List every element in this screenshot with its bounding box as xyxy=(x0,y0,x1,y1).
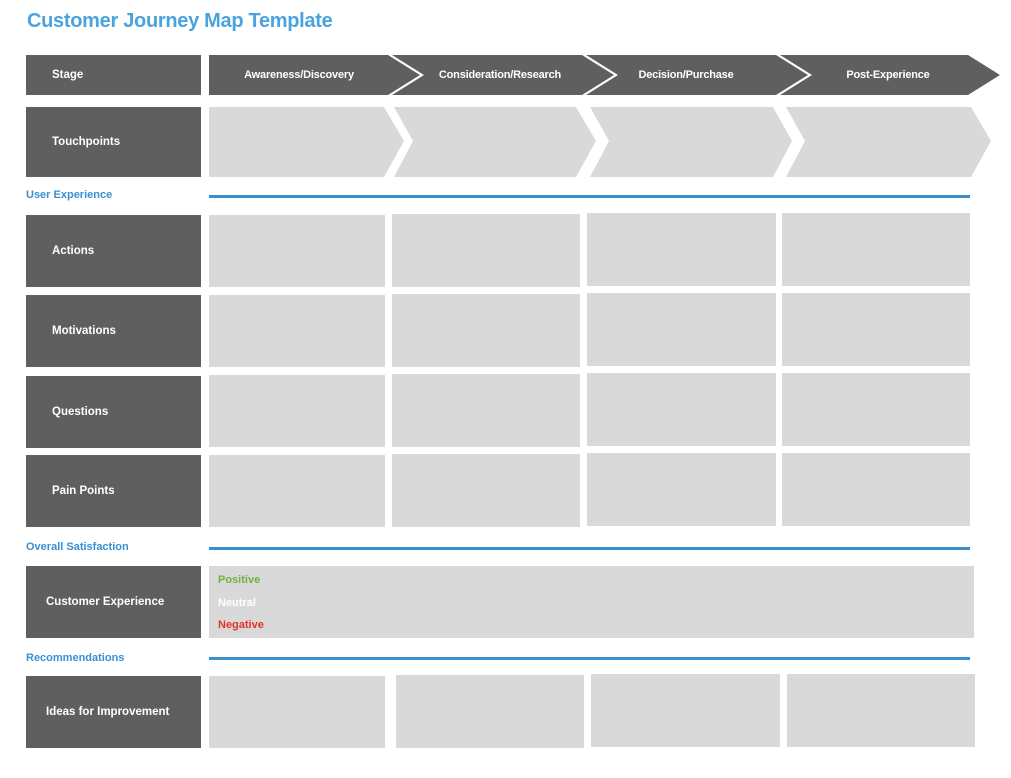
stage-awareness: Awareness/Discovery xyxy=(244,69,354,81)
motivations-label: Motivations xyxy=(26,295,201,367)
stage-banner-graphic xyxy=(209,55,1000,177)
ideas-label-text: Ideas for Improvement xyxy=(46,706,170,718)
motivations-cell-3[interactable] xyxy=(587,293,776,366)
pain-points-cell-2[interactable] xyxy=(392,454,580,527)
page-title: Customer Journey Map Template xyxy=(27,10,333,32)
section-overall-satisfaction: Overall Satisfaction xyxy=(26,541,129,553)
stage-label-text: Stage xyxy=(52,69,84,81)
actions-cell-3[interactable] xyxy=(587,213,776,286)
actions-label-text: Actions xyxy=(52,245,95,257)
questions-cell-2[interactable] xyxy=(392,374,580,447)
stage-decision: Decision/Purchase xyxy=(638,69,734,81)
motivations-label-text: Motivations xyxy=(52,325,116,337)
actions-cell-1[interactable] xyxy=(209,215,385,287)
ideas-label: Ideas for Improvement xyxy=(26,676,201,748)
customer-experience-cell[interactable] xyxy=(209,566,974,638)
pain-points-cell-4[interactable] xyxy=(782,453,970,526)
ideas-cell-2[interactable] xyxy=(396,675,584,748)
actions-cell-4[interactable] xyxy=(782,213,970,286)
touchpoints-label: Touchpoints xyxy=(26,107,201,177)
stage-label: Stage xyxy=(26,55,201,95)
stage-consideration: Consideration/Research xyxy=(438,69,562,81)
pain-points-cell-1[interactable] xyxy=(209,455,385,527)
touchpoints-label-text: Touchpoints xyxy=(52,136,121,148)
questions-label: Questions xyxy=(26,376,201,448)
motivations-cell-2[interactable] xyxy=(392,294,580,367)
customer-experience-label-text: Customer Experience xyxy=(46,596,165,608)
section-user-experience: User Experience xyxy=(26,189,113,201)
ideas-cell-1[interactable] xyxy=(209,676,385,748)
satisfaction-negative: Negative xyxy=(218,619,264,631)
pain-points-label: Pain Points xyxy=(26,455,201,527)
motivations-cell-4[interactable] xyxy=(782,293,970,366)
stage-chevron-4 xyxy=(780,55,1000,95)
touchpoint-chevron-2 xyxy=(394,107,596,177)
actions-cell-2[interactable] xyxy=(392,214,580,287)
satisfaction-positive: Positive xyxy=(218,574,261,586)
ideas-cell-4[interactable] xyxy=(787,674,975,747)
questions-label-text: Questions xyxy=(52,406,109,418)
touchpoint-chevron-4 xyxy=(786,107,991,177)
questions-cell-1[interactable] xyxy=(209,375,385,447)
section-recommendations: Recommendations xyxy=(26,652,125,664)
section-divider-user-experience xyxy=(209,195,970,198)
motivations-cell-1[interactable] xyxy=(209,295,385,367)
touchpoint-chevron-3 xyxy=(590,107,792,177)
questions-cell-3[interactable] xyxy=(587,373,776,446)
stage-chevron-3 xyxy=(586,55,808,95)
questions-cell-4[interactable] xyxy=(782,373,970,446)
satisfaction-neutral: Neutral xyxy=(218,597,256,609)
customer-experience-label: Customer Experience xyxy=(26,566,201,638)
section-divider-recommendations xyxy=(209,657,970,660)
stage-chevron-1 xyxy=(209,55,420,95)
pain-points-cell-3[interactable] xyxy=(587,453,776,526)
stage-chevron-2 xyxy=(392,55,614,95)
stage-post-experience: Post-Experience xyxy=(846,69,930,81)
touchpoint-chevron-1 xyxy=(209,107,404,177)
ideas-cell-3[interactable] xyxy=(591,674,780,747)
section-divider-overall-satisfaction xyxy=(209,547,970,550)
actions-label: Actions xyxy=(26,215,201,287)
pain-points-label-text: Pain Points xyxy=(52,485,115,497)
